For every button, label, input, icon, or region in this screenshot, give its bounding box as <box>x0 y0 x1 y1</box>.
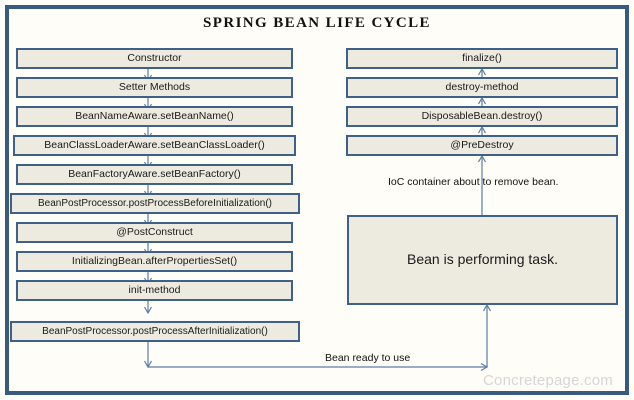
node-label: destroy-method <box>445 80 519 93</box>
node-initializing-bean[interactable]: InitializingBean.afterPropertiesSet() <box>16 251 293 272</box>
node-bean-name-aware[interactable]: BeanNameAware.setBeanName() <box>16 106 293 127</box>
node-label: BeanPostProcessor.postProcessBeforeIniti… <box>37 198 272 209</box>
node-label: @PreDestroy <box>450 138 514 151</box>
node-init-method[interactable]: init-method <box>16 280 293 301</box>
node-label: BeanNameAware.setBeanName() <box>75 109 234 122</box>
node-label: Setter Methods <box>118 80 191 93</box>
node-bean-factory-aware[interactable]: BeanFactoryAware.setBeanFactory() <box>16 164 293 185</box>
node-label: finalize() <box>462 51 502 64</box>
node-label: BeanClassLoaderAware.setBeanClassLoader(… <box>44 138 265 151</box>
node-post-construct[interactable]: @PostConstruct <box>16 222 293 243</box>
node-label: Bean is performing task. <box>407 251 558 268</box>
node-label: DisposableBean.destroy() <box>421 109 543 122</box>
node-destroy-method[interactable]: destroy-method <box>346 77 618 98</box>
node-label: @PostConstruct <box>116 225 193 238</box>
node-setter-methods[interactable]: Setter Methods <box>16 77 293 98</box>
node-bean-class-loader-aware[interactable]: BeanClassLoaderAware.setBeanClassLoader(… <box>13 135 296 156</box>
node-label: BeanFactoryAware.setBeanFactory() <box>68 167 241 180</box>
node-label: BeanPostProcessor.postProcessAfterInitia… <box>42 326 268 337</box>
node-bean-performing-task[interactable]: Bean is performing task. <box>347 215 618 305</box>
label-ioc-remove-bean: IoC container about to remove bean. <box>388 176 559 188</box>
diagram-title: SPRING BEAN LIFE CYCLE <box>203 15 431 31</box>
node-label: Constructor <box>127 51 182 64</box>
node-post-process-after-initialization[interactable]: BeanPostProcessor.postProcessAfterInitia… <box>10 321 300 342</box>
watermark-concretepage: Concretepage.com <box>483 372 613 389</box>
node-post-process-before-initialization[interactable]: BeanPostProcessor.postProcessBeforeIniti… <box>10 193 300 214</box>
node-label: init-method <box>128 283 181 296</box>
node-constructor[interactable]: Constructor <box>16 48 293 69</box>
node-pre-destroy[interactable]: @PreDestroy <box>346 135 618 156</box>
node-disposable-bean[interactable]: DisposableBean.destroy() <box>346 106 618 127</box>
node-finalize[interactable]: finalize() <box>346 48 618 69</box>
node-label: InitializingBean.afterPropertiesSet() <box>71 254 238 267</box>
label-bean-ready-to-use: Bean ready to use <box>325 352 411 364</box>
